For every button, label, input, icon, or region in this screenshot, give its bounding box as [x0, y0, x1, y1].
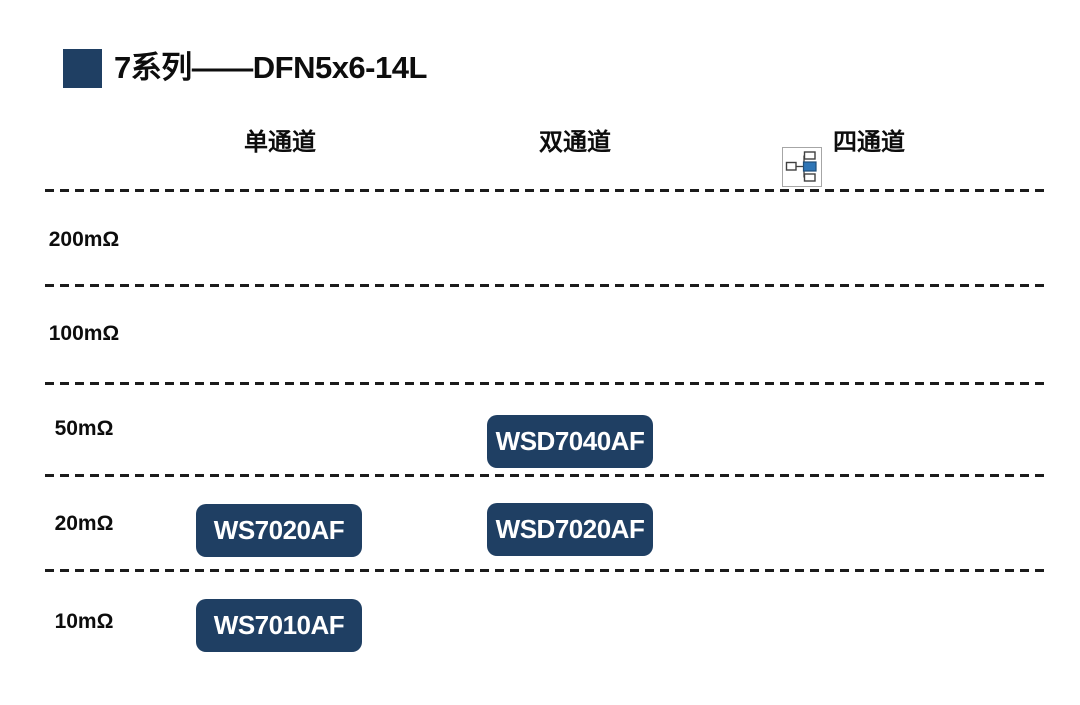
dashed-separator	[45, 189, 1048, 192]
product-chip-ws7010af: WS7010AF	[196, 599, 362, 652]
dashed-separator	[45, 382, 1048, 385]
column-header-dual-channel: 双通道	[539, 129, 611, 156]
org-chart-icon	[782, 147, 822, 187]
row-label-200mohm: 200mΩ	[48, 228, 120, 251]
dashed-separator	[45, 569, 1048, 572]
page-title: 7系列——DFN5x6-14L	[114, 50, 427, 85]
product-chip-wsd7020af: WSD7020AF	[487, 503, 653, 556]
column-header-single-channel: 单通道	[244, 129, 316, 156]
row-label-100mohm: 100mΩ	[48, 322, 120, 345]
dashed-separator	[45, 284, 1048, 287]
column-header-quad-channel: 四通道	[833, 129, 905, 156]
row-label-50mohm: 50mΩ	[54, 417, 114, 440]
product-chip-wsd7040af: WSD7040AF	[487, 415, 653, 468]
product-chip-ws7020af: WS7020AF	[196, 504, 362, 557]
dashed-separator	[45, 474, 1048, 477]
title-accent-square	[63, 49, 102, 88]
row-label-20mohm: 20mΩ	[54, 512, 114, 535]
row-label-10mohm: 10mΩ	[54, 610, 114, 633]
